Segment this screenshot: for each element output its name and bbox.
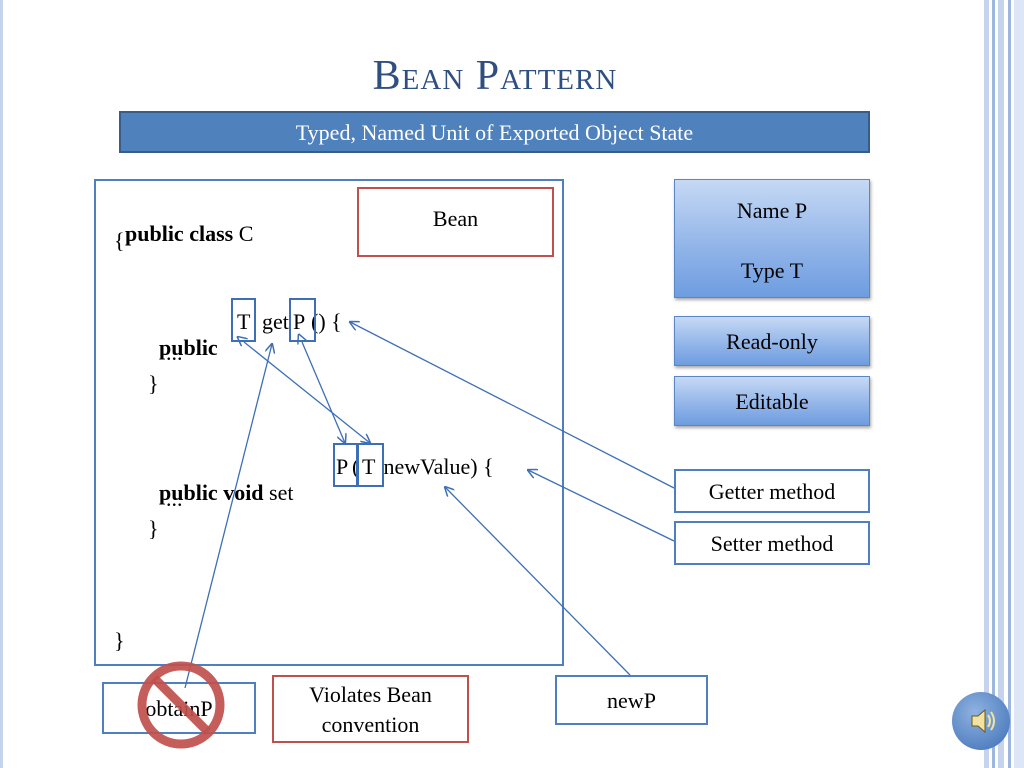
- violates-line-2: convention: [321, 712, 420, 737]
- setter-name-prefix: set: [263, 480, 294, 505]
- getter-keyword: public: [159, 335, 218, 360]
- class-open-brace: {: [114, 228, 125, 253]
- decorative-stripes: [984, 0, 1024, 768]
- setter-paren: (: [352, 454, 360, 479]
- read-only-box: Read-only: [674, 316, 870, 366]
- setter-param-type: T: [362, 454, 376, 479]
- setter-method-arrow: [528, 470, 675, 542]
- class-keyword: public class: [125, 221, 234, 246]
- speaker-glyph: [971, 708, 995, 734]
- class-declaration: public class C: [114, 195, 253, 247]
- new-p-arrow: [445, 487, 631, 676]
- bean-label-box: Bean: [357, 187, 554, 257]
- getter-name-p: P: [293, 309, 306, 334]
- getter-method-arrow: [350, 322, 675, 489]
- name-link-arrow: [302, 342, 345, 443]
- property-type: Type T: [740, 258, 804, 283]
- property-box: Name P Type T: [674, 179, 870, 298]
- property-name: Name P: [736, 198, 808, 223]
- getter-name-prefix: get: [262, 309, 289, 334]
- setter-keyword: public void: [159, 480, 264, 505]
- setter-tail: newValue) {: [378, 454, 494, 479]
- code-box: [94, 179, 564, 666]
- setter-close-brace: }: [148, 516, 159, 541]
- violates-line-1: Violates Bean: [309, 682, 432, 707]
- type-link-arrow: [244, 342, 370, 443]
- left-border-line: [0, 0, 3, 768]
- getter-return-type: T: [237, 309, 251, 334]
- setter-body: ...: [166, 486, 183, 511]
- violates-convention-box: Violates Bean convention: [272, 675, 469, 743]
- getter-method-box: Getter method: [674, 469, 870, 513]
- setter-signature: public void set: [148, 454, 294, 506]
- class-name: C: [233, 221, 254, 246]
- subtitle-banner: Typed, Named Unit of Exported Object Sta…: [119, 111, 870, 153]
- speaker-icon[interactable]: [952, 692, 1010, 750]
- getter-signature: public: [148, 309, 218, 361]
- obtain-p-box: obtainP: [102, 682, 256, 734]
- setter-name-p: P: [336, 454, 349, 479]
- class-close-brace: }: [114, 628, 125, 653]
- new-p-box: newP: [555, 675, 708, 725]
- getter-close-brace: }: [148, 371, 159, 396]
- prohibition-icon: [137, 661, 225, 749]
- slide-title: Bean Pattern: [372, 53, 618, 99]
- obtain-p-arrow: [184, 344, 272, 689]
- getter-body: ...: [166, 340, 183, 365]
- editable-box: Editable: [674, 376, 870, 426]
- setter-method-box: Setter method: [674, 521, 870, 565]
